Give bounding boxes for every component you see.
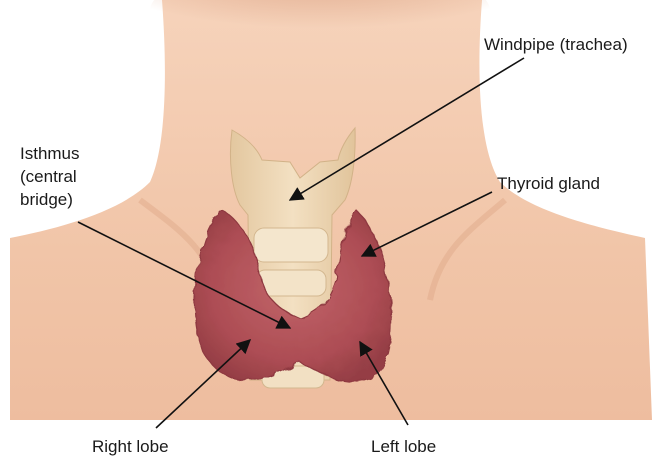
- isthmus-label-line1: Isthmus: [20, 144, 80, 163]
- isthmus-label-line2: (central: [20, 167, 77, 186]
- isthmus-label-line3: bridge): [20, 190, 73, 209]
- right-lobe-label: Right lobe: [92, 437, 169, 456]
- trachea-ring: [254, 228, 328, 262]
- windpipe-label: Windpipe (trachea): [484, 35, 628, 54]
- thyroid-gland-label: Thyroid gland: [497, 174, 600, 193]
- left-lobe-label: Left lobe: [371, 437, 436, 456]
